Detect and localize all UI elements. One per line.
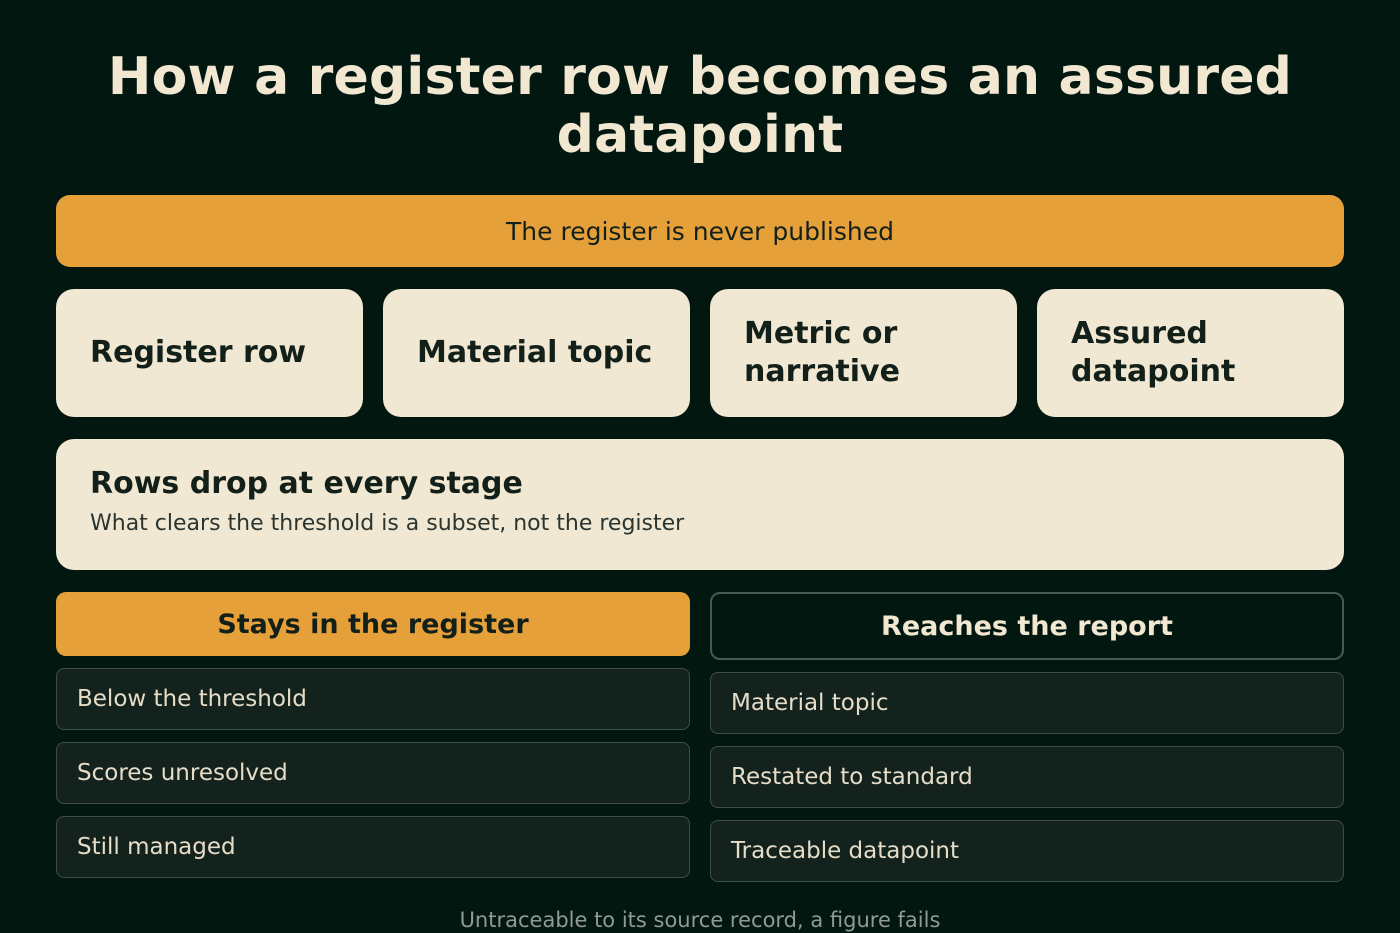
register-banner: The register is never published [56, 195, 1344, 267]
stage-material-topic: Material topic [383, 289, 690, 417]
reaches-report-column: Reaches the report Material topic Restat… [710, 592, 1344, 882]
stage-register-row: Register row [56, 289, 363, 417]
footer-note: Untraceable to its source record, a figu… [459, 908, 941, 932]
list-item: Traceable datapoint [710, 820, 1344, 882]
list-item: Still managed [56, 816, 690, 878]
list-item: Scores unresolved [56, 742, 690, 804]
stage-metric-or-narrative: Metric or narrative [710, 289, 1017, 417]
list-item: Below the threshold [56, 668, 690, 730]
reaches-column-heading: Reaches the report [710, 592, 1344, 660]
list-item: Restated to standard [710, 746, 1344, 808]
page-title: How a register row becomes an assured da… [107, 47, 1293, 165]
callout-heading: Rows drop at every stage [90, 466, 523, 501]
callout-subtext: What clears the threshold is a subset, n… [90, 511, 685, 536]
rows-drop-callout: Rows drop at every stage What clears the… [56, 439, 1344, 570]
stage-assured-datapoint: Assured datapoint [1037, 289, 1344, 417]
stays-column-heading: Stays in the register [56, 592, 690, 656]
stage-row: Register row Material topic Metric or na… [56, 289, 1344, 417]
stays-in-register-column: Stays in the register Below the threshol… [56, 592, 690, 878]
list-item: Material topic [710, 672, 1344, 734]
